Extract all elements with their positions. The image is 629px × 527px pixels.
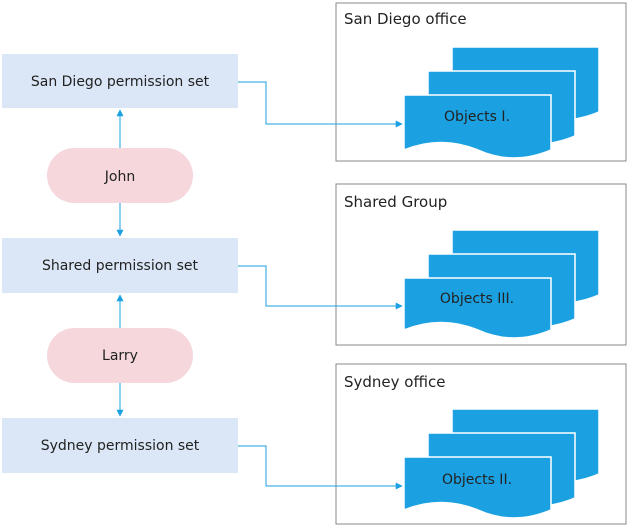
group-title: Shared Group — [344, 193, 447, 211]
connector-sydney-to-objects-ii — [238, 445, 403, 490]
san-diego-permission-set: San Diego permission set — [2, 54, 238, 108]
objects-label: Objects I. — [444, 109, 510, 125]
group-title: San Diego office — [344, 10, 467, 28]
user-john: John — [47, 148, 193, 203]
objects-iii-document-stack: Objects III. — [403, 229, 600, 339]
connector-san-diego-to-objects-i — [238, 81, 403, 128]
user-label: John — [104, 169, 135, 185]
permission-set-label: Shared permission set — [42, 258, 199, 274]
objects-label: Objects II. — [442, 472, 512, 488]
connector-shared-to-objects-iii — [238, 265, 403, 310]
sydney-permission-set: Sydney permission set — [2, 418, 238, 473]
permission-set-label: Sydney permission set — [41, 438, 200, 454]
group-title: Sydney office — [344, 373, 445, 391]
shared-permission-set: Shared permission set — [2, 238, 238, 293]
permission-set-label: San Diego permission set — [31, 74, 210, 90]
objects-label: Objects III. — [440, 291, 514, 307]
user-larry: Larry — [47, 328, 193, 383]
objects-i-document-stack: Objects I. — [403, 46, 600, 159]
user-label: Larry — [102, 348, 138, 364]
objects-ii-document-stack: Objects II. — [403, 408, 600, 519]
